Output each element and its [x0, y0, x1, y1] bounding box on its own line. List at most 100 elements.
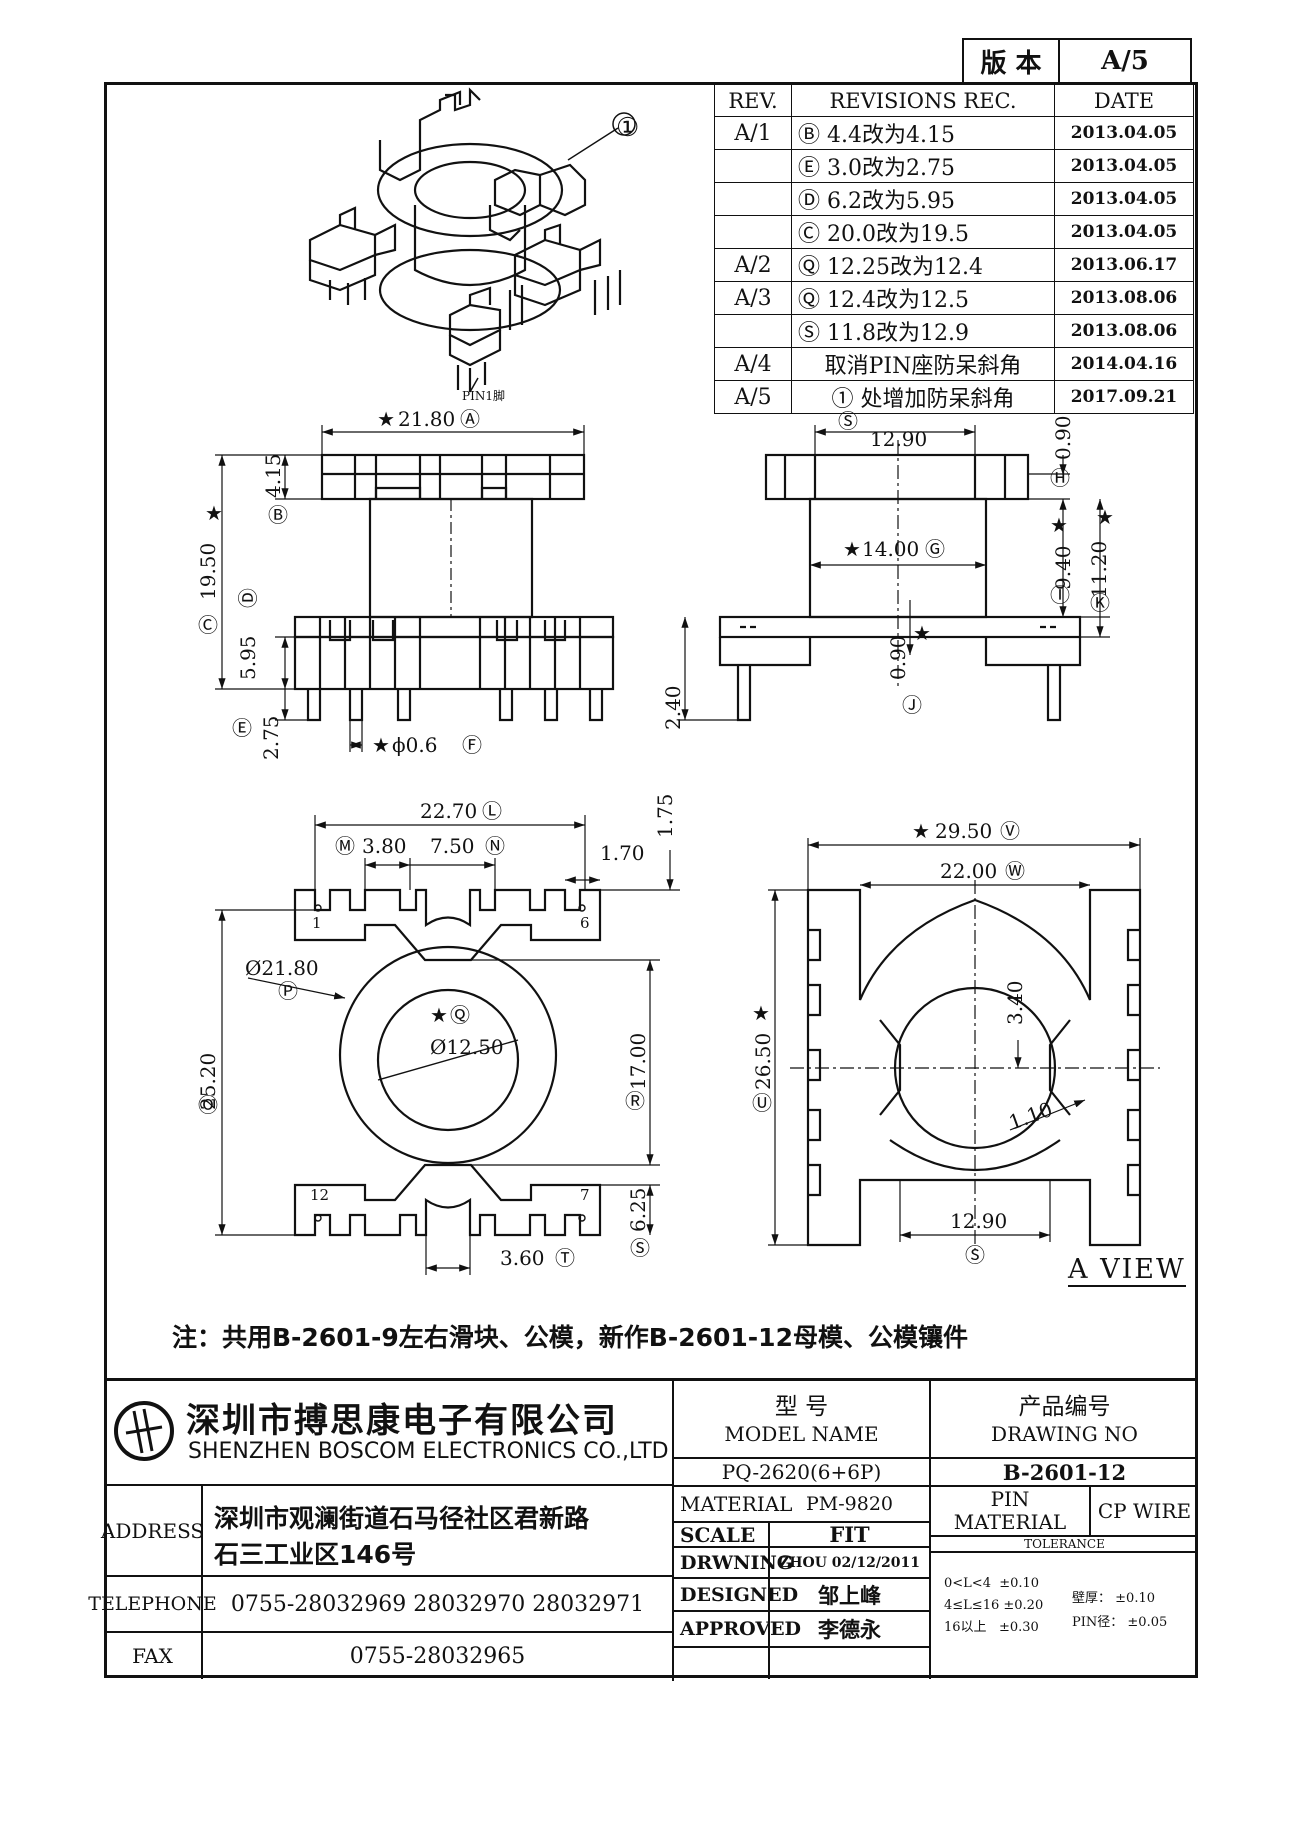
rev-cell: A/3	[714, 281, 792, 315]
tol-value: ±0.20	[1003, 1598, 1044, 1613]
iso-callout: ①	[616, 113, 639, 143]
telephone-label: TELEPHONE	[88, 1593, 217, 1615]
rev-date: 2013.04.05	[1054, 116, 1194, 150]
dim-tag: Ⓢ	[965, 1243, 985, 1267]
drawing-note: 注：共用B-2601-9左右滑块、公模，新作B-2601-12母模、公模镶件	[172, 1323, 968, 1352]
a-view	[790, 880, 1160, 1250]
dim-tag: Ⓢ	[630, 1236, 650, 1260]
dim-tag: Ⓣ	[555, 1246, 575, 1270]
pin-material-value: CP WIRE	[1097, 1499, 1192, 1523]
dim-tag: Ⓛ	[482, 799, 502, 823]
rev-text: Ⓢ 11.8改为12.9	[791, 314, 1055, 348]
dim-front-base: 5.95	[236, 635, 260, 680]
dim-tag: Ⓝ	[485, 834, 505, 858]
dim-tag: Ⓔ	[232, 716, 252, 740]
dim-side-flange: 0.90	[1051, 415, 1075, 460]
rev-date: 2017.09.21	[1054, 380, 1194, 414]
rev-text: Ⓠ 12.4改为12.5	[791, 281, 1055, 315]
drawing-label-cn: 产品编号	[1018, 1394, 1111, 1420]
rev-date: 2013.08.06	[1054, 314, 1194, 348]
rev-text: Ⓒ 20.0改为19.5	[791, 215, 1055, 249]
star-mark: ★	[843, 537, 861, 561]
dim-side-core: 14.00	[862, 537, 919, 561]
tol-range: 壁厚：	[1072, 1591, 1112, 1606]
address-line1: 深圳市观澜街道石马径社区君新路	[214, 1504, 590, 1533]
dim-tag: Ⓟ	[278, 979, 298, 1003]
dim-front-width: 21.80	[398, 407, 455, 431]
tol-value: ±0.10	[1115, 1591, 1155, 1606]
dim-bottom-span: 22.70	[420, 799, 477, 823]
dim-front-total: 19.50	[196, 543, 220, 600]
fax-label: FAX	[132, 1644, 173, 1668]
material-label: MATERIAL	[680, 1492, 793, 1516]
fax-value: 0755-28032965	[349, 1643, 526, 1669]
dim-aview-inner: 22.00	[940, 859, 997, 883]
approved-value: 李德永	[818, 1617, 881, 1642]
material-value: PM-9820	[805, 1493, 893, 1515]
dim-tag: Ⓖ	[925, 537, 945, 561]
rev-cell: A/5	[714, 380, 792, 414]
dim-aview-d1: 3.40	[1003, 980, 1027, 1025]
isometric-view	[308, 87, 636, 393]
rev-text: Ⓓ 6.2改为5.95	[791, 182, 1055, 216]
tolerance-label: TOLERANCE	[1024, 1537, 1105, 1551]
pin-number: 12	[310, 1186, 329, 1204]
rev-text: 取消PIN座防呆斜角	[791, 347, 1055, 381]
dim-tag: Ⓞ	[198, 1093, 218, 1117]
model-label-en: MODEL NAME	[724, 1422, 879, 1446]
dim-tag: Ⓑ	[268, 503, 288, 527]
dim-tag: Ⓢ	[838, 409, 858, 433]
company-name-en: SHENZHEN BOSCOM ELECTRONICS CO.,LTD	[188, 1439, 669, 1464]
drawing-by-label: DRWNING	[680, 1551, 794, 1574]
dim-aview-d2: 1.10	[1006, 1097, 1056, 1135]
star-mark: ★	[430, 1003, 448, 1027]
dim-tag: Ⓠ	[450, 1003, 470, 1027]
version-value: A/5	[1058, 38, 1192, 84]
rev-header-rev: REV.	[714, 84, 792, 117]
scale-label: SCALE	[680, 1522, 756, 1547]
tolerance-side: 壁厚： ±0.10 PIN径： ±0.05	[1072, 1587, 1167, 1635]
rev-text: Ⓔ 3.0改为2.75	[791, 149, 1055, 183]
drawing-by-value: ZHOU 02/12/2011	[779, 1554, 920, 1571]
bottom-view	[293, 888, 602, 1237]
dim-tag: Ⓓ	[236, 588, 260, 608]
rev-text: ① 处增加防呆斜角	[791, 380, 1055, 414]
dim-aview-base: 12.90	[950, 1209, 1007, 1233]
tol-range: PIN径：	[1072, 1615, 1124, 1630]
dim-bottom-height: 25.20	[196, 1053, 220, 1110]
designed-label: DESIGNED	[680, 1583, 799, 1606]
dim-tag: Ⓕ	[462, 733, 482, 757]
version-box: 版 本 A/5	[962, 38, 1192, 84]
dim-aview-width: 29.50	[935, 819, 992, 843]
star-mark: ★	[372, 733, 390, 757]
tol-range: 0<L<4	[944, 1576, 991, 1591]
pin-number: 1	[312, 914, 322, 932]
address-line2: 石三工业区146号	[214, 1540, 417, 1569]
dim-tag: Ⓜ	[335, 834, 355, 858]
dim-bottom-gap: 3.60	[500, 1246, 545, 1270]
drawing-number: B-2601-12	[1002, 1459, 1127, 1485]
rev-cell: A/4	[714, 347, 792, 381]
dim-bottom-slot: 1.70	[600, 841, 645, 865]
star-mark: ★	[1096, 505, 1114, 529]
star-mark: ★	[912, 819, 930, 843]
dim-tag: Ⓗ	[1050, 466, 1070, 490]
drawing-label-en: DRAWING NO	[991, 1422, 1138, 1446]
dim-bottom-dia-out: Ø21.80	[245, 956, 319, 980]
rev-date: 2013.06.17	[1054, 248, 1194, 282]
rev-cell: A/2	[714, 248, 792, 282]
pin1-label: PIN1脚	[462, 388, 505, 403]
company-name-cn: 深圳市搏思康电子有限公司	[186, 1401, 618, 1441]
approved-label: APPROVED	[680, 1618, 802, 1640]
dim-bottom-foot: 6.25	[626, 1187, 650, 1232]
model-value: PQ-2620(6+6P)	[721, 1460, 882, 1484]
star-mark: ★	[377, 407, 395, 431]
dim-side-top: 12.90	[870, 427, 927, 451]
pin-material-label: PIN MATERIAL	[953, 1487, 1067, 1534]
side-view	[718, 440, 1082, 722]
tol-value: ±0.30	[998, 1620, 1039, 1635]
star-mark: ★	[205, 501, 223, 525]
dim-front-top: 4.15	[261, 453, 285, 498]
dim-bottom-inner: 17.00	[626, 1033, 650, 1090]
